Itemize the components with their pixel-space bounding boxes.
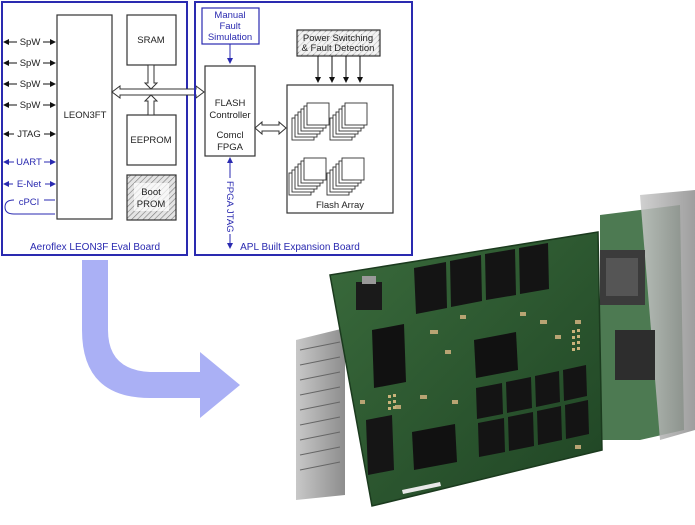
fpga-line1: Comcl [217,130,244,141]
manual-fault-block [201,7,260,45]
sram-label: SRAM [137,35,165,46]
fpga-line2: FPGA [217,142,244,153]
manual-fault-line1: Manual [214,10,245,21]
expansion-board-photo [296,190,695,507]
flash-chip [341,157,365,181]
port-label: SpW [20,37,41,48]
port-enet: E-Net [3,178,56,190]
flash-array-label: Flash Array [316,200,364,211]
manual-fault-line2: Fault [219,21,240,32]
header-pins [388,329,580,410]
right-board-frame [194,1,413,256]
port-spw-2: SpW [3,57,56,69]
right-board-caption: APL Built Expansion Board [240,242,360,253]
port-jtag: JTAG [3,128,56,140]
flash-chip-stack [288,157,327,196]
manual-fault-line3: Simulation [208,32,252,43]
boot-prom-label-line2: PROM [137,199,166,210]
top-chip-row [414,243,549,314]
port-cpci: cPCI [4,196,55,215]
connector-pins [299,341,341,471]
port-label: UART [16,157,42,168]
small-components [360,312,581,449]
port-label: JTAG [17,129,41,140]
fpga-jtag-label: FPGA JTAG [224,181,235,233]
port-uart: UART [3,156,56,168]
port-spw-1: SpW [3,36,56,48]
flash-chip-stack [291,102,330,141]
power-switching-line2: & Fault Detection [302,43,375,54]
left-board: Aeroflex LEON3F Eval Board LEON3FT SRAM … [1,1,205,256]
port-label: E-Net [17,179,42,190]
eeprom-bus-arrow [143,94,159,116]
right-board: APL Built Expansion Board Manual Fault S… [194,1,413,256]
eeprom-label: EEPROM [130,135,171,146]
left-board-frame [1,1,188,256]
flash-chip-stacks [288,102,368,196]
flash-controller-block [204,65,256,157]
power-arrows [315,56,363,83]
controller-array-arrow [254,120,287,136]
power-switching-line1: Power Switching [303,33,373,44]
system-bus-arrow [111,85,205,99]
sram-bus-arrow [143,64,159,90]
port-spw-3: SpW [3,78,56,90]
flash-controller-line2: Controller [209,110,250,121]
port-label: SpW [20,58,41,69]
port-label: cPCI [19,197,40,208]
flash-chip [303,157,327,181]
flash-chip-stack [329,102,368,141]
port-spw-4: SpW [3,99,56,111]
flash-chip [306,102,330,126]
leon3ft-label: LEON3FT [64,110,107,121]
flash-chip-stack [326,157,365,196]
leon3ft-block [56,14,113,220]
flash-chip [344,102,368,126]
flow-arrow [82,260,240,418]
boot-prom-label-line1: Boot [141,187,161,198]
flash-controller-line1: FLASH [215,98,246,109]
port-label: SpW [20,79,41,90]
lower-chip-array [476,365,589,457]
port-label: SpW [20,100,41,111]
left-board-caption: Aeroflex LEON3F Eval Board [30,242,160,253]
